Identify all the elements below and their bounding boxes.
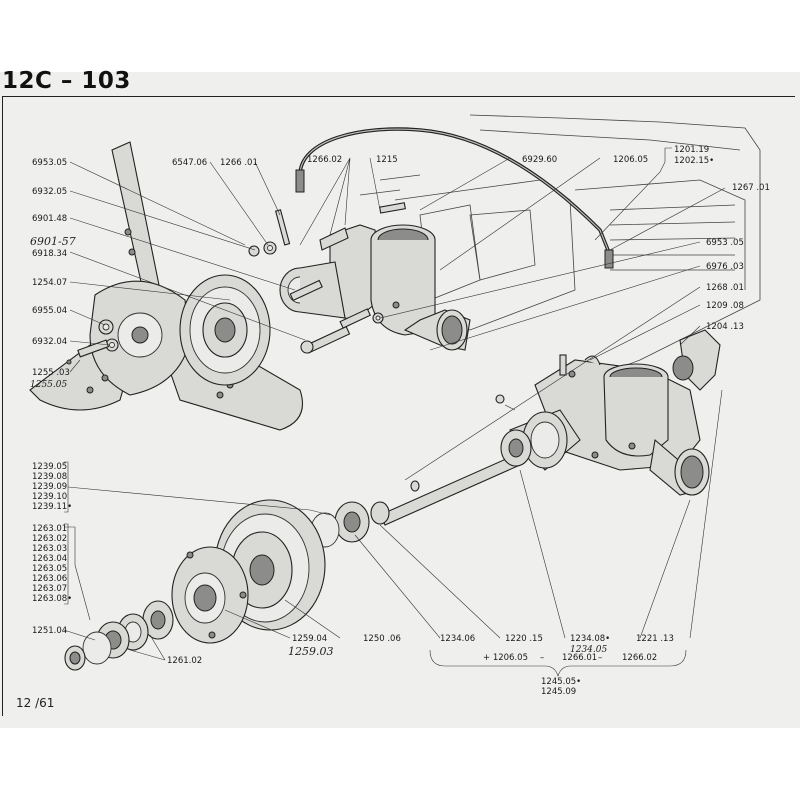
- label-1266-01: 1266 .01: [220, 158, 258, 168]
- lower-pump-body: [509, 354, 710, 496]
- handwritten-1234-05: 1234.05: [570, 645, 607, 655]
- label-1255-03: 1255 .03: [32, 368, 70, 378]
- kit-item: + 1206.05: [483, 653, 528, 663]
- left-border-rule: [2, 96, 3, 716]
- group-1263-item: 1263.03: [32, 544, 67, 554]
- group-1263-item: 1263.02: [32, 534, 67, 544]
- label-6901-48: 6901.48: [32, 214, 67, 224]
- label-6976-03: 6976 .03: [706, 262, 744, 272]
- upper-pulley: [179, 274, 271, 386]
- page-number: 12 /61: [16, 696, 55, 710]
- lower-bearings: [64, 600, 174, 671]
- label-6953-05-a: 6953.05: [32, 158, 67, 168]
- label-1202-15: 1202.15•: [674, 156, 714, 166]
- label-6932-04: 6932.04: [32, 337, 67, 347]
- label-1266-02: 1266.02: [307, 155, 342, 165]
- group-1263-item: 1263.04: [32, 554, 67, 564]
- label-group-1263: 1263.01 1263.02 1263.03 1263.04 1263.05 …: [32, 523, 72, 605]
- lower-pump-small-parts: [495, 355, 601, 411]
- handwritten-6901-57: 6901-57: [30, 235, 76, 248]
- label-6547-06: 6547.06: [172, 158, 207, 168]
- leader-lines: [63, 147, 726, 678]
- label-1234-08: 1234.08•: [570, 634, 610, 644]
- upper-water-pump-housing: [279, 224, 471, 351]
- label-1245-09: 1245.09: [541, 687, 576, 697]
- label-1221-13: 1221 .13: [636, 634, 674, 644]
- label-1206-05: 1206.05: [613, 155, 648, 165]
- kit-separator: –: [598, 653, 602, 663]
- handwritten-1259-03: 1259.03: [288, 645, 334, 658]
- group-1263-item: 1263.07: [32, 584, 67, 594]
- upper-hardware: [248, 202, 406, 354]
- kit-item: 1266.02: [622, 653, 657, 663]
- label-1201-19: 1201.19: [674, 145, 709, 155]
- label-1209-08: 1209 .08: [706, 301, 744, 311]
- kit-item: 1266.01: [562, 653, 597, 663]
- group-1239-item: 1239.10: [32, 492, 67, 502]
- label-1204-13: 1204 .13: [706, 322, 744, 332]
- label-6932-05: 6932.05: [32, 187, 67, 197]
- page-title: 12C – 103: [2, 68, 131, 94]
- label-1259-04: 1259.04: [292, 634, 327, 644]
- group-1239-item: 1239.08: [32, 472, 67, 482]
- label-6929-60: 6929.60: [522, 155, 557, 165]
- label-1215: 1215: [376, 155, 398, 165]
- label-1251-04: 1251.04: [32, 626, 67, 636]
- label-1254-07: 1254.07: [32, 278, 67, 288]
- label-6955-04: 6955.04: [32, 306, 67, 316]
- kit-formula: + 1206.05 – 1266.01 – 1266.02: [483, 653, 657, 663]
- group-1239-item: 1239.11•: [32, 502, 72, 512]
- header-rule: [2, 96, 795, 97]
- cable: [295, 127, 614, 269]
- cooling-fan: [29, 141, 304, 431]
- label-1268-01: 1268 .01: [706, 283, 744, 293]
- handwritten-1255-05: 1255.05: [30, 380, 67, 390]
- label-1234-06: 1234.06: [440, 634, 475, 644]
- label-6918-34: 6918.34: [32, 249, 67, 259]
- group-1239-item: 1239.09: [32, 482, 67, 492]
- pump-shaft-assembly: [310, 429, 532, 548]
- label-group-1239: 1239.05 1239.08 1239.09 1239.10 1239.11•: [32, 461, 72, 513]
- engine-block-outline: [359, 114, 761, 376]
- group-1263-item: 1263.01: [32, 524, 67, 534]
- label-1250-06: 1250 .06: [363, 634, 401, 644]
- label-1261-02: 1261.02: [167, 656, 202, 666]
- kit-separator: –: [540, 653, 544, 663]
- group-1263-item: 1263.05: [32, 564, 67, 574]
- label-1245-05: 1245.05•: [541, 677, 581, 687]
- group-1263-item: 1263.06: [32, 574, 67, 584]
- group-1263-item: 1263.08•: [32, 594, 72, 604]
- part-labels: 6953.05 6547.06 1266 .01 1266.02 1215 69…: [30, 145, 770, 697]
- group-1239-item: 1239.05: [32, 462, 67, 472]
- label-1267-01: 1267 .01: [732, 183, 770, 193]
- label-6953-05-b: 6953 .05: [706, 238, 744, 248]
- label-1220-15: 1220 .15: [505, 634, 543, 644]
- drain-plug: [672, 329, 721, 391]
- lower-pulley: [171, 499, 326, 644]
